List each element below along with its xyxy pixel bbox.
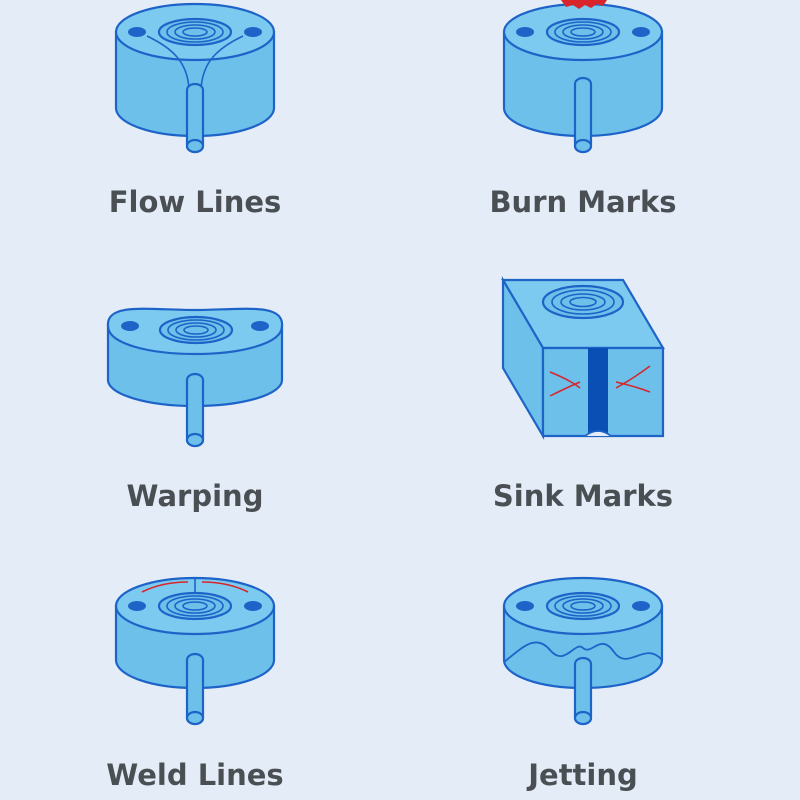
burn-marks-part-icon: [502, 0, 664, 154]
burn-marks-label: Burn Marks: [489, 185, 677, 219]
warping-part-icon: [106, 307, 284, 448]
flow-lines-part-icon: [114, 2, 276, 154]
jetting-label: Jetting: [528, 758, 638, 792]
warping-label: Warping: [126, 479, 264, 513]
sink-channel-icon: [588, 348, 608, 436]
weld-lines-label: Weld Lines: [106, 758, 284, 792]
weld-lines-part-icon: [114, 576, 276, 726]
flow-lines-label: Flow Lines: [108, 185, 282, 219]
sink-marks-part-icon: [501, 275, 665, 441]
jetting-part-icon: [502, 576, 664, 726]
sink-marks-label: Sink Marks: [492, 479, 674, 513]
burn-mark-icon: [561, 0, 607, 9]
